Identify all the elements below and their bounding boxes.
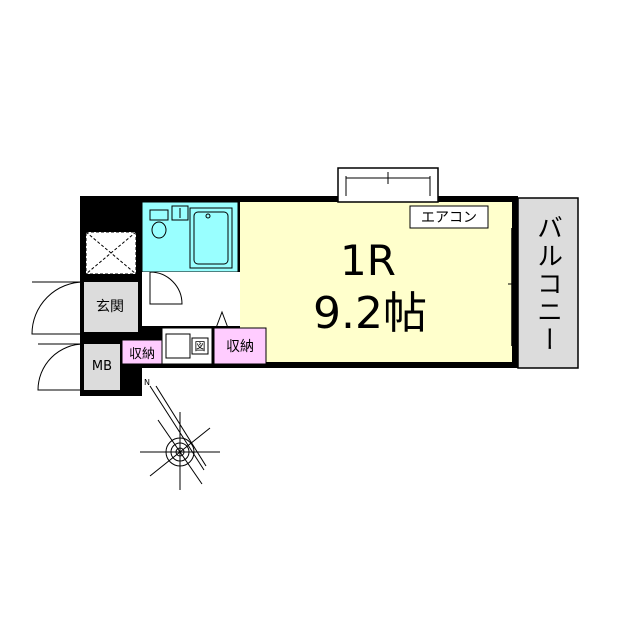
storage-large-label: 収納: [226, 339, 254, 355]
north-label: N: [144, 377, 150, 387]
compass-rose: [140, 385, 220, 490]
room-size-label: 9.2帖: [313, 288, 427, 339]
bath-door: [149, 271, 183, 305]
mb-label: MB: [91, 358, 113, 374]
room-type-label: 1R: [340, 235, 396, 285]
storage-small-label: 収納: [128, 346, 155, 362]
sink-icon: [171, 205, 189, 221]
mb-box: [84, 344, 120, 390]
top-window: [337, 167, 439, 203]
front-door: [31, 281, 85, 335]
fridge-symbol: 図: [194, 340, 206, 353]
stove-box: [191, 337, 209, 355]
balcony: [517, 197, 579, 369]
main-room: [240, 202, 512, 362]
closet-door: [215, 310, 229, 329]
balcony-label: バルコニー: [532, 214, 563, 354]
aircon-box: [409, 205, 489, 229]
kitchen-sink: [165, 333, 191, 359]
mb-door: [37, 343, 85, 391]
balcony-window: [508, 228, 516, 346]
entrance-label: 玄関: [96, 299, 124, 315]
bathtub-icon: [189, 207, 233, 269]
corridor: [142, 272, 240, 326]
aircon-label: エアコン: [421, 210, 477, 226]
toilet-icon: [149, 209, 169, 239]
storage-large: [213, 327, 267, 365]
entrance: [84, 282, 138, 332]
